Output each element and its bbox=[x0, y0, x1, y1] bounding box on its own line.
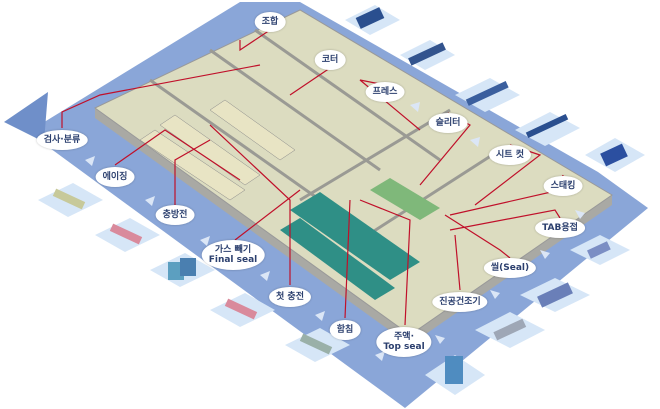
thumb-slitter bbox=[515, 112, 580, 146]
step-label-aging: 에이징 bbox=[95, 167, 135, 187]
thumb-mixing bbox=[345, 5, 400, 35]
flow-direction-markers bbox=[85, 102, 585, 361]
step-label-slitter: 슬리터 bbox=[428, 113, 468, 133]
step-label-seal: 씰(Seal) bbox=[483, 258, 537, 278]
thumb-sheet-cut bbox=[585, 138, 645, 172]
thumb-electrolyte bbox=[425, 355, 485, 395]
thumb-vacuum-dryer bbox=[475, 312, 545, 348]
aging-racks bbox=[139, 99, 296, 201]
step-label-vacuum-dryer: 진공건조기 bbox=[432, 292, 488, 312]
step-label-impregnation: 함침 bbox=[329, 320, 361, 340]
thumb-press bbox=[455, 78, 520, 112]
charging-racks bbox=[280, 192, 420, 300]
green-room bbox=[370, 178, 440, 220]
thumb-degas bbox=[150, 253, 215, 287]
thumb-coater bbox=[400, 40, 455, 70]
thumb-first-charge bbox=[210, 293, 275, 327]
step-label-first-charge: 첫 충전 bbox=[269, 287, 311, 307]
thumb-seal bbox=[520, 278, 590, 312]
step-label-inspection-sorting: 검사·분류 bbox=[36, 130, 88, 150]
thumb-aging bbox=[38, 183, 103, 217]
thumb-charge-discharge bbox=[95, 218, 160, 252]
step-label-press: 프레스 bbox=[365, 82, 405, 102]
step-label-stacking: 스태킹 bbox=[543, 176, 583, 196]
step-label-electrolyte-top-seal: 주액·Top seal bbox=[376, 327, 432, 357]
interior-walls bbox=[149, 28, 501, 242]
step-label-coater: 코터 bbox=[314, 50, 346, 70]
factory-floor bbox=[94, 9, 613, 336]
step-label-mixing: 조합 bbox=[254, 12, 286, 32]
step-label-tab-welding: TAB용접 bbox=[535, 218, 585, 238]
thumb-tab-welding bbox=[570, 235, 630, 265]
step-label-sheet-cut: 시트 컷 bbox=[489, 145, 531, 165]
step-label-charge-discharge: 충방전 bbox=[155, 205, 195, 225]
flow-arrow-head bbox=[4, 92, 48, 142]
